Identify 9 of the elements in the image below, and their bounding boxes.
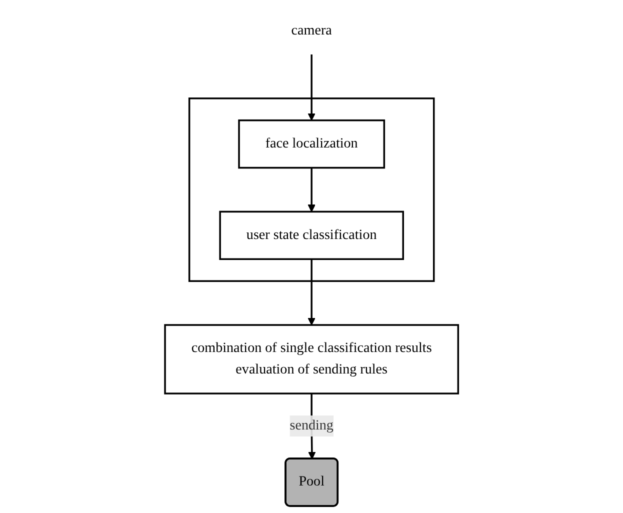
node-text: camera	[291, 22, 332, 38]
node-box: combination of single classification results evaluation of sending rules	[164, 324, 459, 394]
node-box: user state classification	[219, 210, 404, 260]
arrow	[308, 54, 316, 121]
node-box: face localization	[238, 119, 385, 169]
arrow	[308, 168, 316, 212]
edge-label: sending	[290, 418, 334, 434]
cluster	[188, 98, 435, 282]
arrow	[308, 259, 316, 326]
